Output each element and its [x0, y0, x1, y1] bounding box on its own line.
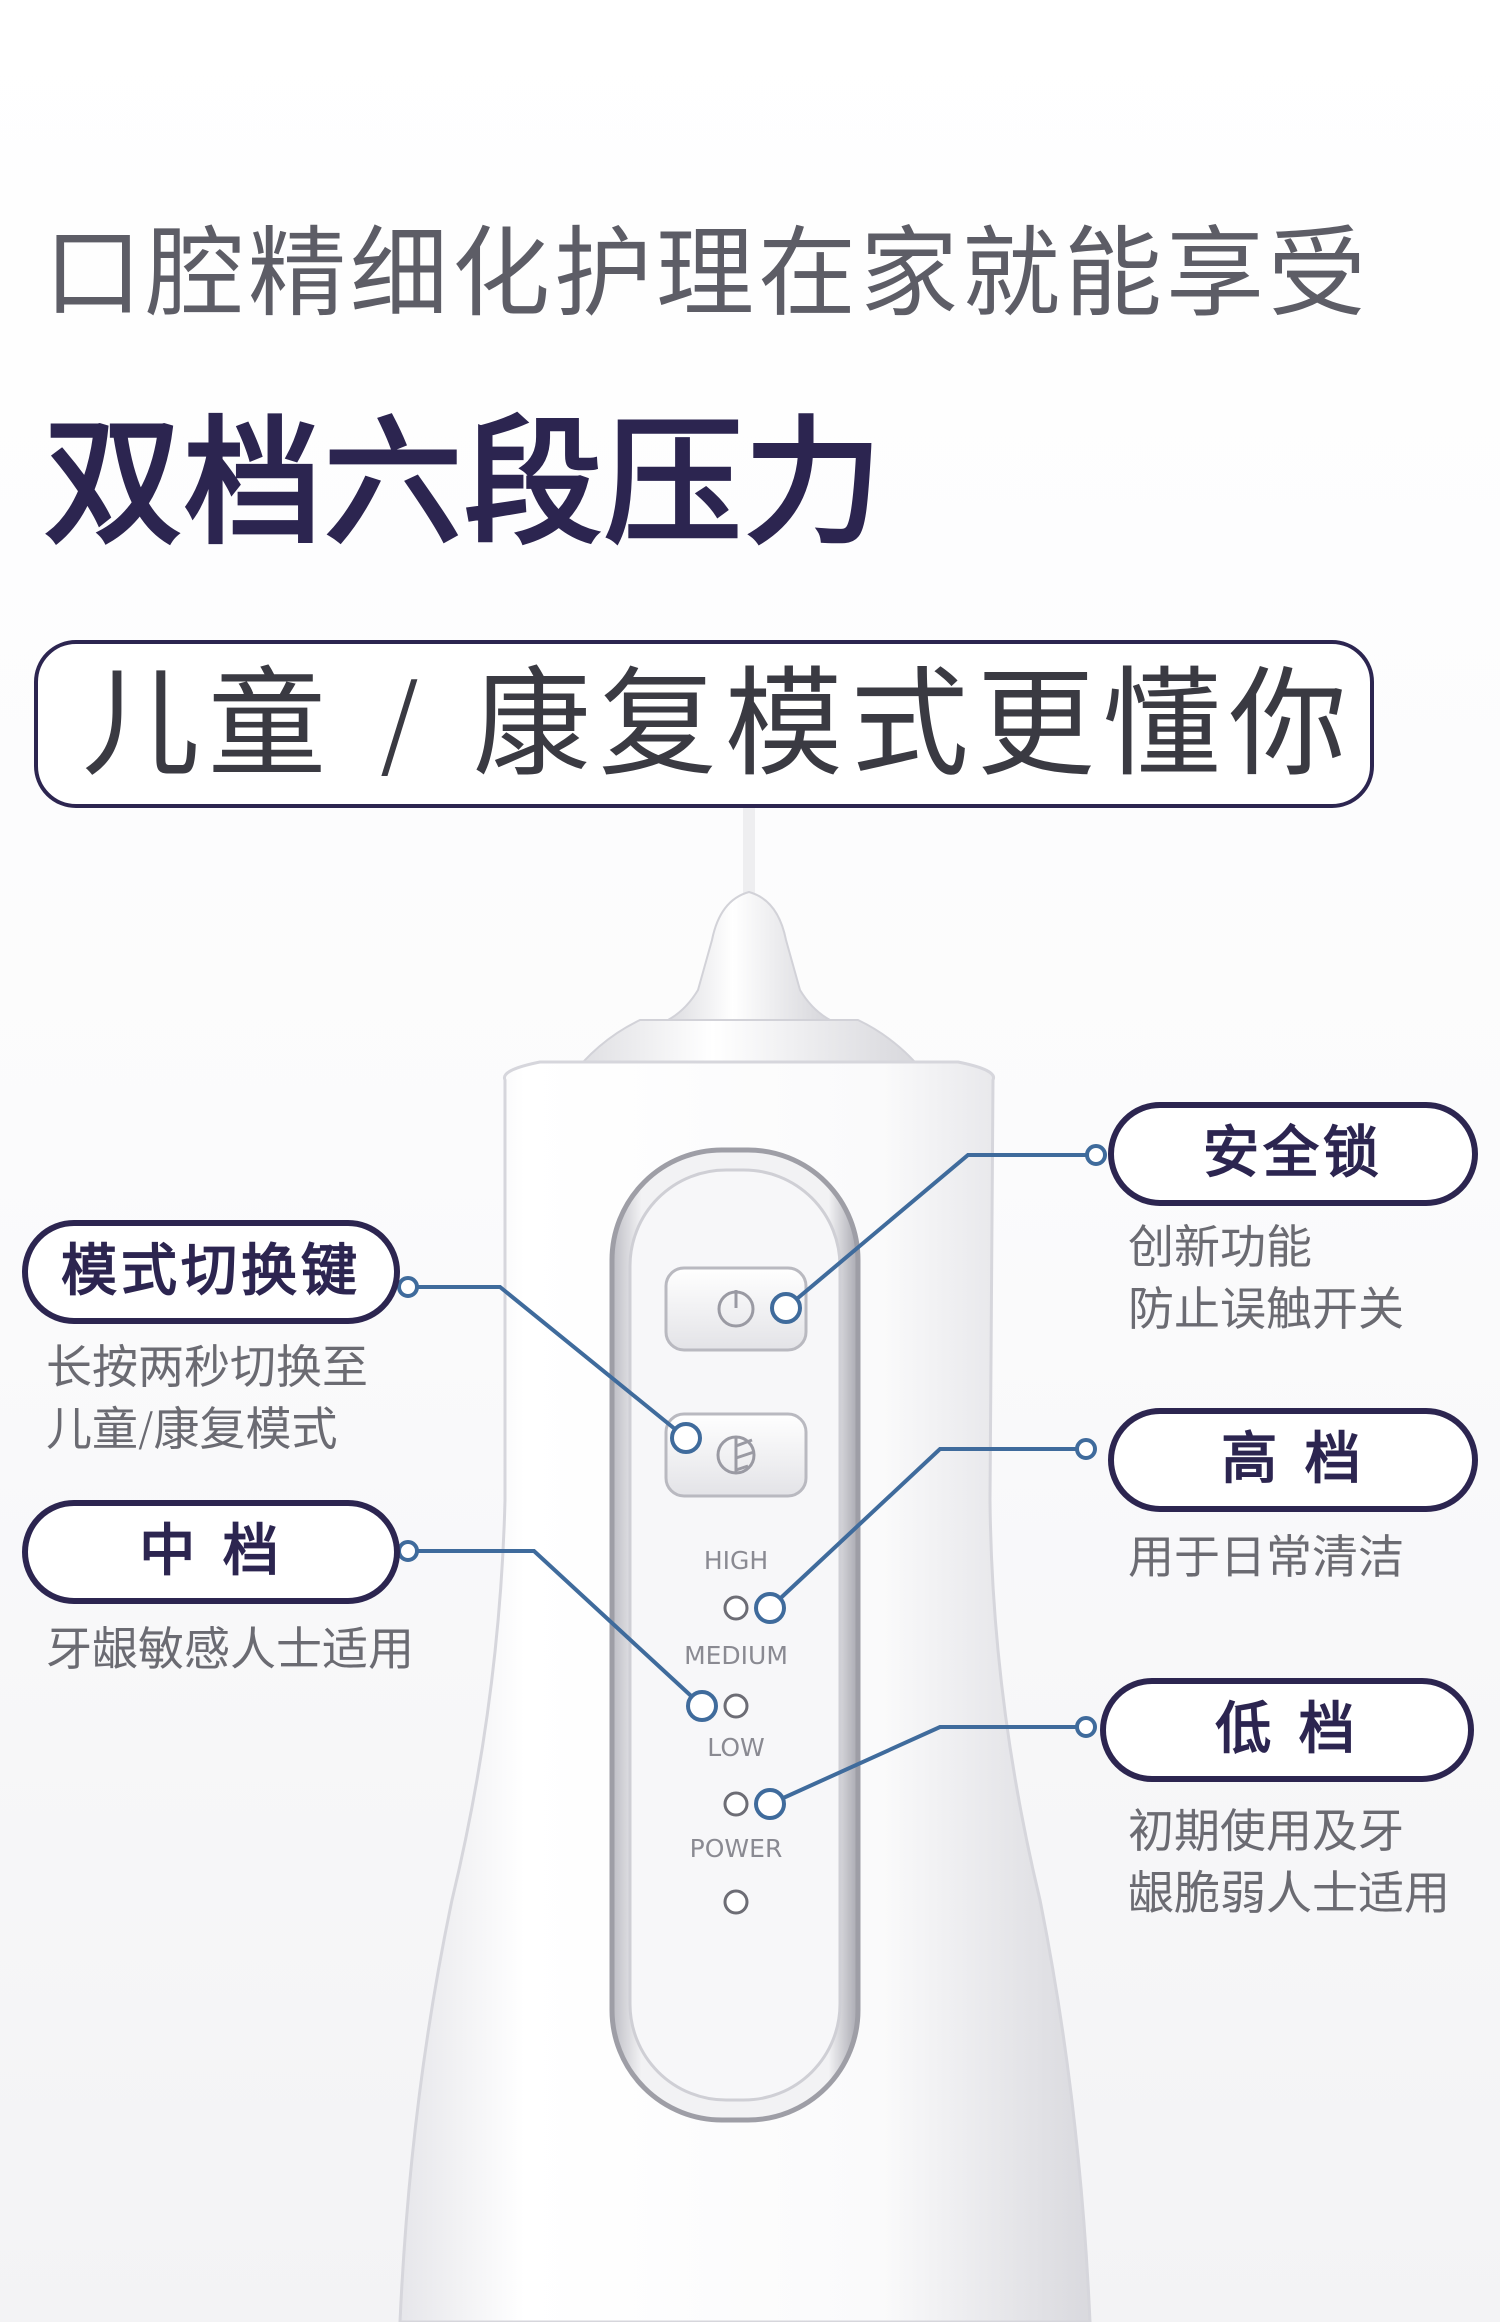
mode-banner-text: 儿童 / 康复模式更懂你 — [82, 655, 1355, 793]
indicator-label-power: POWER — [690, 1834, 783, 1863]
page-subtitle: 双档六段压力 — [44, 403, 885, 564]
callout-medium-desc: 牙龈敏感人士适用 — [46, 1622, 414, 1676]
indicator-dot-high — [723, 1595, 749, 1621]
callout-safety-lock: 安全锁 — [1108, 1102, 1478, 1206]
indicator-label-medium: MEDIUM — [684, 1641, 788, 1670]
indicator-dot-power — [723, 1889, 749, 1915]
power-button — [664, 1266, 808, 1352]
callout-high: 高 档 — [1108, 1408, 1478, 1512]
callout-medium: 中 档 — [22, 1500, 400, 1604]
indicator-dot-medium — [723, 1693, 749, 1719]
mode-banner: 儿童 / 康复模式更懂你 — [34, 640, 1374, 808]
indicator-dot-low — [723, 1791, 749, 1817]
nozzle-cone — [664, 890, 834, 1021]
callout-low-desc: 初期使用及牙 龈脆弱人士适用 — [1128, 1804, 1450, 1920]
callout-mode-switch-desc: 长按两秒切换至 儿童/康复模式 — [46, 1340, 368, 1456]
leader-lines — [397, 1144, 1107, 1820]
callout-low: 低 档 — [1100, 1678, 1474, 1782]
indicator-label-high: HIGH — [704, 1546, 768, 1575]
page-title: 口腔精细化护理在家就能享受 — [44, 217, 1371, 331]
callout-safety-lock-desc: 创新功能 防止误触开关 — [1128, 1220, 1404, 1336]
callout-mode-switch: 模式切换键 — [22, 1220, 400, 1324]
callout-high-desc: 用于日常清洁 — [1128, 1530, 1404, 1584]
indicator-label-low: LOW — [707, 1733, 764, 1762]
